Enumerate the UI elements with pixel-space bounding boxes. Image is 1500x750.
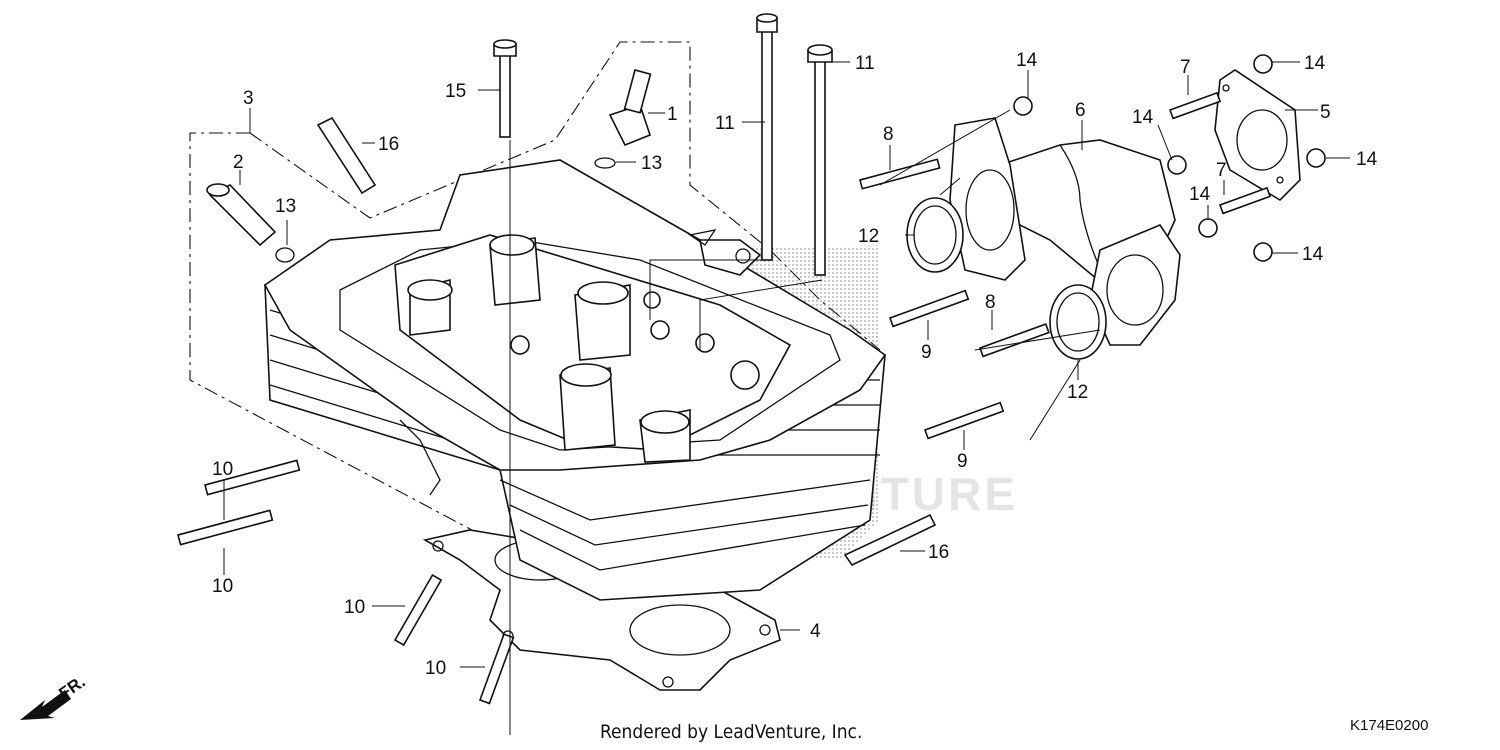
callout-15: 15 xyxy=(445,81,466,102)
cylinder-head xyxy=(263,159,887,601)
callout-9b: 9 xyxy=(957,451,968,472)
callout-10b: 10 xyxy=(212,576,233,597)
callout-10a: 10 xyxy=(212,459,233,480)
callout-11a: 11 xyxy=(715,113,735,134)
callout-12b: 12 xyxy=(1067,382,1088,403)
callout-3: 3 xyxy=(243,88,254,109)
callout-14b: 14 xyxy=(1304,53,1326,74)
callout-14d: 14 xyxy=(1356,149,1378,170)
callout-9a: 9 xyxy=(921,342,932,363)
callout-7b: 7 xyxy=(1216,160,1227,181)
callout-16b: 16 xyxy=(928,542,949,563)
callout-13a: 13 xyxy=(641,153,662,174)
callout-14f: 14 xyxy=(1302,244,1324,265)
flange-nuts xyxy=(1013,54,1326,262)
callout-2: 2 xyxy=(233,152,244,173)
callout-4: 4 xyxy=(810,621,821,642)
callout-10d: 10 xyxy=(425,658,446,679)
spark-plugs xyxy=(316,116,937,567)
diagram-code: K174E0200 xyxy=(1350,717,1428,734)
stud-bolts-10 xyxy=(177,459,515,705)
callout-14a: 14 xyxy=(1016,50,1038,71)
callout-11b: 11 xyxy=(855,53,875,74)
callout-16a: 16 xyxy=(378,134,399,155)
leader-lines xyxy=(223,61,1350,735)
flange-gasket xyxy=(1214,69,1301,202)
callout-6: 6 xyxy=(1075,100,1086,121)
callout-1: 1 xyxy=(667,104,678,125)
fittings xyxy=(206,69,652,263)
front-arrow-icon xyxy=(20,690,71,720)
callout-14e: 14 xyxy=(1189,184,1211,205)
callout-5: 5 xyxy=(1320,102,1331,123)
callout-13b: 13 xyxy=(275,196,296,217)
insulator-gaskets xyxy=(906,197,1107,360)
footer-credit: Rendered by LeadVenture, Inc. xyxy=(600,721,862,743)
intake-manifold xyxy=(949,117,1181,346)
callout-8a: 8 xyxy=(883,124,894,145)
callout-12a: 12 xyxy=(858,226,879,247)
callout-7a: 7 xyxy=(1180,57,1191,78)
assembly-outline xyxy=(189,41,881,546)
callout-10c: 10 xyxy=(344,597,365,618)
callout-8b: 8 xyxy=(985,292,996,313)
front-direction-indicator: FR. xyxy=(20,672,89,720)
callout-labels: 1 2 3 4 5 6 7 7 8 8 9 9 10 10 10 10 11 1… xyxy=(212,50,1378,679)
callout-14c: 14 xyxy=(1132,107,1154,128)
intake-studs xyxy=(859,91,1272,440)
